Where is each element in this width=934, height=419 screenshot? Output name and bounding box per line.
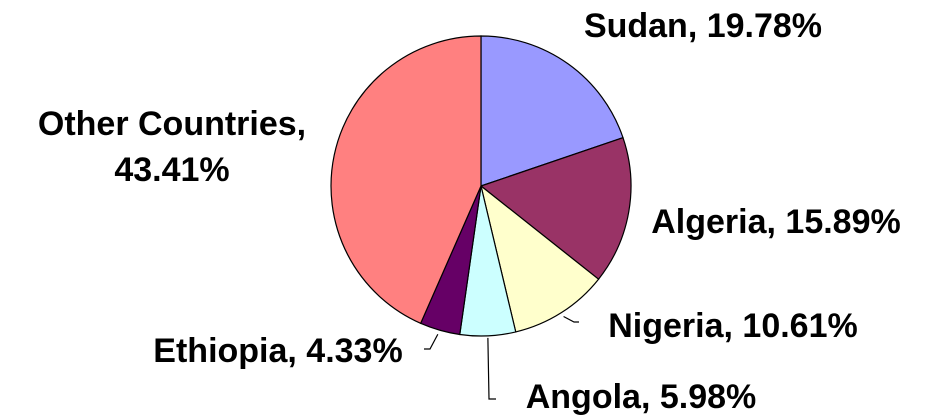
leader-line-ethiopia [424, 333, 439, 350]
label-algeria: Algeria, 15.89% [651, 203, 900, 241]
label-angola: Angola, 5.98% [526, 378, 757, 416]
pie-slices [330, 35, 632, 337]
pie-slice-other-countries [330, 35, 482, 325]
label-other-countries-line2: 43.41% [114, 151, 229, 189]
label-nigeria: Nigeria, 10.61% [608, 307, 857, 345]
pie-slice-algeria [479, 136, 632, 281]
leader-lines [424, 315, 579, 400]
label-other-countries-line1: Other Countries, [38, 105, 306, 143]
pie-slice-sudan [480, 35, 624, 187]
leader-line-nigeria [563, 315, 579, 323]
pie-slice-nigeria [480, 184, 600, 333]
slice-labels: Sudan, 19.78% Algeria, 15.89% Nigeria, 1… [38, 7, 901, 416]
label-sudan: Sudan, 19.78% [584, 7, 822, 45]
label-ethiopia: Ethiopia, 4.33% [153, 332, 402, 370]
leader-line-angola [487, 337, 496, 400]
